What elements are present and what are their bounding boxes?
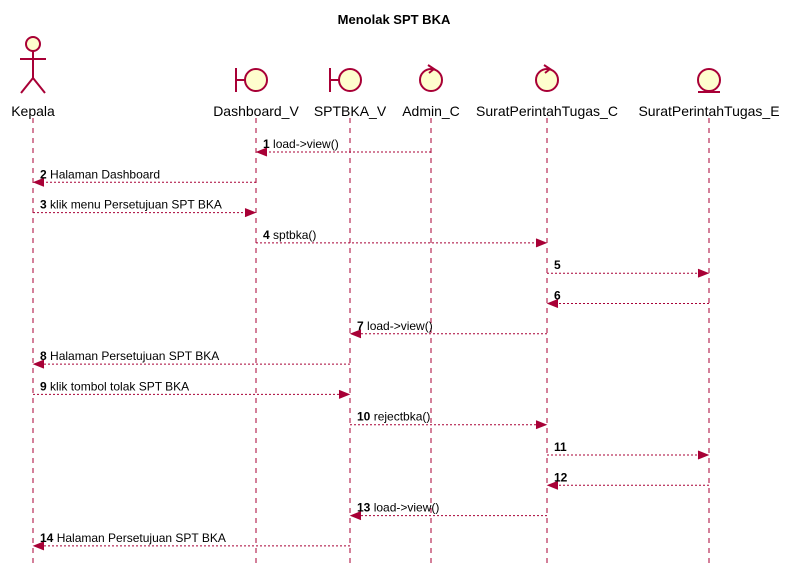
message-label: 13 load->view() xyxy=(357,501,439,515)
participant-kepala: Kepala xyxy=(11,36,55,119)
participant-name: Dashboard_V xyxy=(213,103,299,119)
message-14: 14 Halaman Persetujuan SPT BKA xyxy=(32,531,350,551)
message-6: 6 xyxy=(546,289,709,308)
arrowhead-icon xyxy=(535,238,548,248)
arrowhead-icon xyxy=(697,268,710,278)
participant-name: SuratPerintahTugas_C xyxy=(476,103,618,119)
arrowhead-icon xyxy=(32,541,45,551)
arrowhead-icon xyxy=(535,420,548,430)
message-label: 1 load->view() xyxy=(263,137,339,151)
message-label: 11 xyxy=(554,440,567,454)
arrowhead-icon xyxy=(32,177,45,187)
message-number: 10 xyxy=(357,410,371,424)
message-13: 13 load->view() xyxy=(349,501,547,521)
arrowhead-icon xyxy=(338,389,351,399)
message-label: 3 klik menu Persetujuan SPT BKA xyxy=(40,198,222,212)
message-10: 10 rejectbka() xyxy=(350,410,548,430)
message-label: 5 xyxy=(554,258,561,272)
message-number: 12 xyxy=(554,470,568,484)
message-text: sptbka() xyxy=(270,228,317,242)
message-number: 2 xyxy=(40,167,47,181)
arrowhead-icon xyxy=(349,511,362,521)
message-2: 2 Halaman Dashboard xyxy=(32,167,256,187)
message-number: 5 xyxy=(554,258,561,272)
message-number: 11 xyxy=(554,440,567,454)
entity-icon xyxy=(697,68,721,93)
message-label: 8 Halaman Persetujuan SPT BKA xyxy=(40,349,219,363)
message-text: klik tombol tolak SPT BKA xyxy=(47,379,190,393)
message-label: 14 Halaman Persetujuan SPT BKA xyxy=(40,531,226,545)
participant-dashboard: Dashboard_V xyxy=(213,68,299,119)
arrowhead-icon xyxy=(697,450,710,460)
message-label: 7 load->view() xyxy=(357,319,433,333)
message-text: load->view() xyxy=(270,137,339,151)
participant-sptbka: SPTBKA_V xyxy=(314,68,387,119)
message-number: 4 xyxy=(263,228,270,242)
message-label: 2 Halaman Dashboard xyxy=(40,167,160,181)
arrowhead-icon xyxy=(255,147,268,157)
boundary-icon xyxy=(235,68,268,92)
message-text: rejectbka() xyxy=(370,410,430,424)
diagram-title: Menolak SPT BKA xyxy=(338,12,451,27)
lifelines xyxy=(32,118,710,568)
message-number: 7 xyxy=(357,319,364,333)
message-7: 7 load->view() xyxy=(349,319,547,339)
arrowhead-icon xyxy=(349,329,362,339)
participant-spt_e: SuratPerintahTugas_E xyxy=(638,68,780,119)
message-5: 5 xyxy=(547,258,710,278)
message-8: 8 Halaman Persetujuan SPT BKA xyxy=(32,349,350,369)
message-9: 9 klik tombol tolak SPT BKA xyxy=(33,379,351,399)
participant-name: SuratPerintahTugas_E xyxy=(638,103,779,119)
participants: Kepala Dashboard_V SPTBKA_V Admin_C SuratPer… xyxy=(11,36,780,119)
participant-name: Kepala xyxy=(11,103,55,119)
actor-icon xyxy=(20,36,46,94)
message-number: 1 xyxy=(263,137,270,151)
participant-admin: Admin_C xyxy=(402,64,460,119)
arrowhead-icon xyxy=(32,359,45,369)
boundary-icon xyxy=(329,68,362,92)
message-number: 14 xyxy=(40,531,54,545)
message-number: 13 xyxy=(357,501,371,515)
message-number: 8 xyxy=(40,349,47,363)
message-4: 4 sptbka() xyxy=(256,228,548,248)
message-number: 3 xyxy=(40,198,47,212)
message-label: 6 xyxy=(554,289,561,303)
message-text: Halaman Dashboard xyxy=(47,167,160,181)
message-3: 3 klik menu Persetujuan SPT BKA xyxy=(33,198,257,218)
message-number: 6 xyxy=(554,289,561,303)
message-text: klik menu Persetujuan SPT BKA xyxy=(47,198,222,212)
message-text: load->view() xyxy=(370,501,439,515)
message-label: 10 rejectbka() xyxy=(357,410,430,424)
message-text: Halaman Persetujuan SPT BKA xyxy=(53,531,226,545)
message-1: 1 load->view() xyxy=(255,137,431,157)
control-icon xyxy=(419,64,443,92)
participant-name: Admin_C xyxy=(402,103,460,119)
participant-name: SPTBKA_V xyxy=(314,103,387,119)
message-number: 9 xyxy=(40,379,47,393)
message-label: 12 xyxy=(554,470,568,484)
arrowhead-icon xyxy=(546,299,559,308)
participant-spt_c: SuratPerintahTugas_C xyxy=(476,64,618,119)
messages: 1 load->view() 2 Halaman Dashboard 3 klik … xyxy=(32,137,710,551)
arrowhead-icon xyxy=(546,480,559,490)
arrowhead-icon xyxy=(244,208,257,218)
message-label: 9 klik tombol tolak SPT BKA xyxy=(40,379,189,393)
message-11: 11 xyxy=(547,440,710,460)
message-12: 12 xyxy=(546,470,709,490)
message-label: 4 sptbka() xyxy=(263,228,316,242)
message-text: Halaman Persetujuan SPT BKA xyxy=(47,349,220,363)
message-text: load->view() xyxy=(364,319,433,333)
control-icon xyxy=(535,64,559,92)
